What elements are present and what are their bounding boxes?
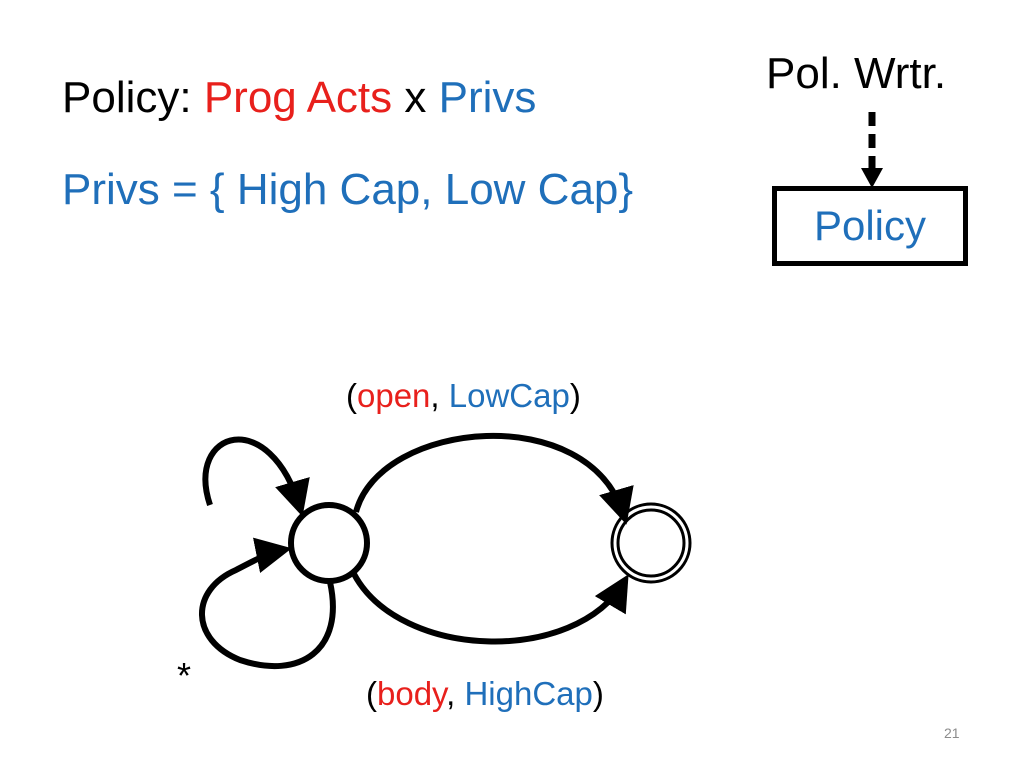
policy-box: Policy xyxy=(772,186,968,266)
top-edge-privilege: LowCap xyxy=(448,377,570,414)
top-edge-comma: , xyxy=(430,377,449,414)
top-transition-arrow xyxy=(353,432,634,525)
bottom-edge-close-paren: ) xyxy=(592,675,604,712)
accepting-state-inner xyxy=(616,508,686,578)
privs-text: Privs xyxy=(438,73,537,122)
policy-box-label: Policy xyxy=(813,202,927,249)
bottom-edge-action: body xyxy=(377,675,447,712)
bottom-edge-open-paren: ( xyxy=(366,675,377,712)
top-edge-close-paren: ) xyxy=(569,377,581,414)
self-loop-wildcard-label: * xyxy=(177,655,192,696)
policy-writer-label: Pol. Wrtr. xyxy=(766,49,947,98)
product-x: x xyxy=(392,73,439,122)
upper-self-loop xyxy=(202,436,310,517)
policy-definition-title: Policy: Prog Acts x Privs xyxy=(62,70,536,126)
start-state xyxy=(288,502,370,584)
policy-prefix: Policy: xyxy=(62,73,204,122)
page-number: 21 xyxy=(944,725,960,741)
bottom-edge-label: (body, HighCap) xyxy=(366,674,604,714)
bottom-edge-comma: , xyxy=(446,675,465,712)
dashed-connector-arrowhead xyxy=(861,168,883,188)
prog-acts-text: Prog Acts xyxy=(203,73,393,122)
top-edge-open-paren: ( xyxy=(346,377,357,414)
top-edge-action: open xyxy=(357,377,431,414)
top-edge-label: (open, LowCap) xyxy=(346,376,581,416)
bottom-edge-privilege: HighCap xyxy=(464,675,593,712)
lower-self-loop xyxy=(199,537,336,670)
privs-definition: Privs = { High Cap, Low Cap} xyxy=(62,165,634,214)
bottom-transition-arrow xyxy=(351,572,629,645)
